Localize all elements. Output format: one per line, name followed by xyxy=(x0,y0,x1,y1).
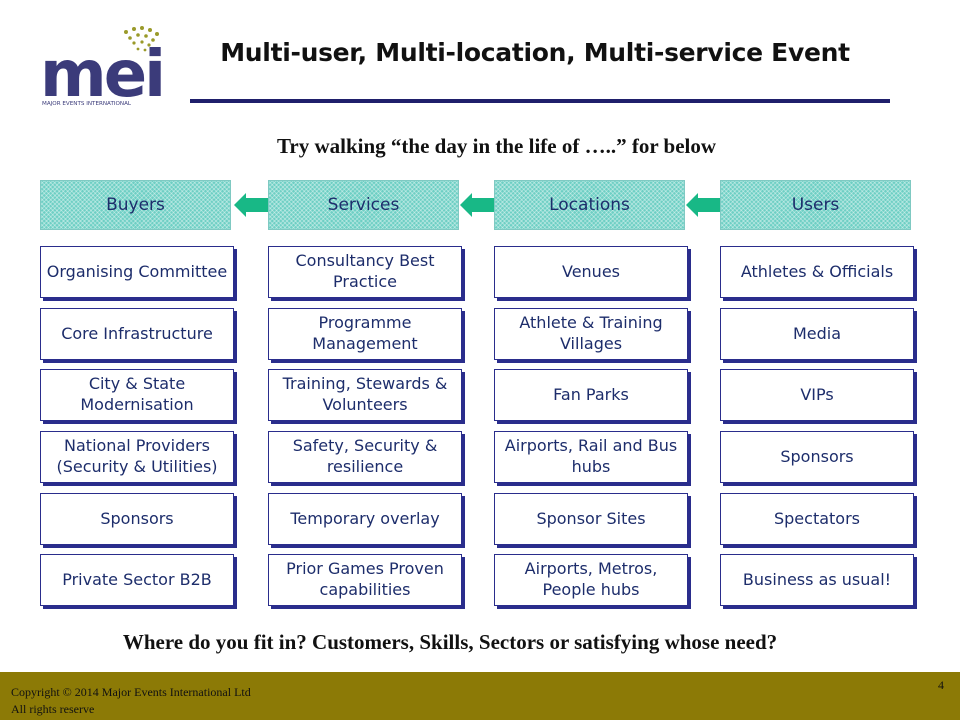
service-box: Consultancy Best Practice xyxy=(268,246,462,298)
logo-tagline: MAJOR EVENTS INTERNATIONAL xyxy=(42,101,132,107)
user-box: VIPs xyxy=(720,369,914,421)
buyer-box: City & State Modernisation xyxy=(40,369,234,421)
left-arrow-icon xyxy=(234,192,274,218)
buyer-box: Sponsors xyxy=(40,493,234,545)
copyright-line-2: All rights reserve xyxy=(11,702,95,716)
copyright: Copyright © 2014 Major Events Internatio… xyxy=(11,684,251,718)
location-box: Fan Parks xyxy=(494,369,688,421)
user-box: Spectators xyxy=(720,493,914,545)
location-box: Athlete & Training Villages xyxy=(494,308,688,360)
service-box: Safety, Security & resilience xyxy=(268,431,462,483)
left-arrow-icon xyxy=(686,192,726,218)
buyer-box: Organising Committee xyxy=(40,246,234,298)
page-number: 4 xyxy=(938,678,944,692)
mei-logo: mei MAJOR EVENTS INTERNATIONAL xyxy=(38,20,188,112)
user-box: Media xyxy=(720,308,914,360)
location-box: Airports, Metros, People hubs xyxy=(494,554,688,606)
closing-question: Where do you fit in? Customers, Skills, … xyxy=(122,630,778,654)
service-box: Prior Games Proven capabilities xyxy=(268,554,462,606)
title-divider xyxy=(190,99,890,103)
buyer-box: Private Sector B2B xyxy=(40,554,234,606)
footer-bar xyxy=(0,672,960,720)
location-box: Airports, Rail and Bus hubs xyxy=(494,431,688,483)
service-box: Programme Management xyxy=(268,308,462,360)
location-box: Sponsor Sites xyxy=(494,493,688,545)
service-box: Temporary overlay xyxy=(268,493,462,545)
header-buyers: Buyers xyxy=(40,180,231,230)
user-box: Business as usual! xyxy=(720,554,914,606)
user-box: Athletes & Officials xyxy=(720,246,914,298)
subtitle: Try walking “the day in the life of …..”… xyxy=(276,134,717,158)
user-box: Sponsors xyxy=(720,431,914,483)
buyer-box: National Providers (Security & Utilities… xyxy=(40,431,234,483)
service-box: Training, Stewards & Volunteers xyxy=(268,369,462,421)
header-locations: Locations xyxy=(494,180,685,230)
location-box: Venues xyxy=(494,246,688,298)
logo-wordmark: mei xyxy=(40,38,163,108)
page-title: Multi-user, Multi-location, Multi-servic… xyxy=(220,38,850,67)
buyer-box: Core Infrastructure xyxy=(40,308,234,360)
left-arrow-icon xyxy=(460,192,500,218)
header-services: Services xyxy=(268,180,459,230)
header-users: Users xyxy=(720,180,911,230)
copyright-line-1: Copyright © 2014 Major Events Internatio… xyxy=(11,685,251,699)
